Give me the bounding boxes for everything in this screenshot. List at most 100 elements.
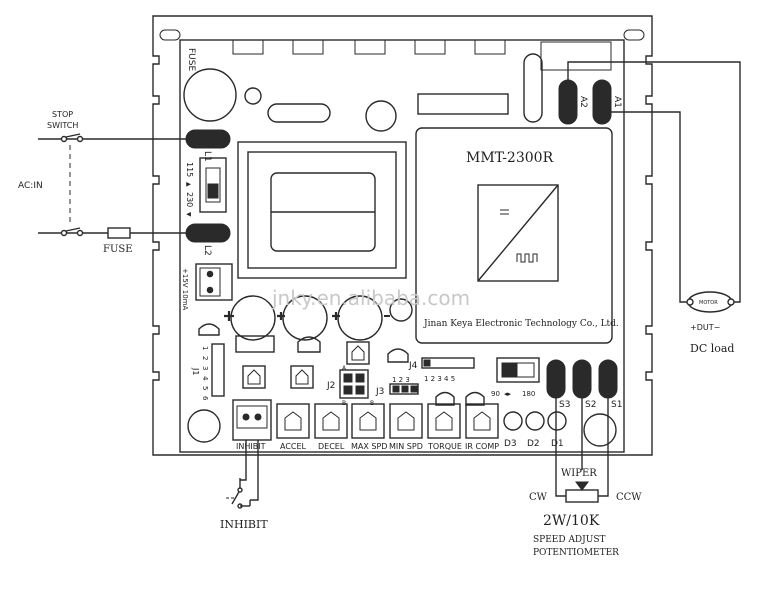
- terminal-s2[interactable]: [572, 359, 592, 399]
- mount-hole-bottom-left: [187, 409, 221, 443]
- stop-switch-label-1: STOP: [52, 110, 73, 119]
- potentiometer-wiring: [555, 398, 609, 503]
- j3-label: J3: [375, 387, 384, 397]
- label-l1: L1: [202, 151, 212, 162]
- terminal-l1[interactable]: [185, 129, 231, 149]
- j2-a-mark: A: [342, 365, 347, 372]
- inhibit-wiring: [226, 440, 259, 509]
- stop-switch-label-2: SWITCH: [47, 121, 78, 130]
- label-decel: DECEL: [318, 442, 345, 451]
- trim-pot-torque[interactable]: [427, 403, 461, 439]
- led-d1: [547, 411, 567, 431]
- jumper-j4[interactable]: [421, 357, 475, 369]
- speed-180-label: 180: [522, 390, 535, 398]
- terminal-a1[interactable]: [592, 79, 612, 125]
- dc-load-label: DC load: [690, 342, 734, 355]
- j1-pin-2: 2: [201, 356, 209, 360]
- voltage-low-label: 115: [185, 162, 194, 177]
- label-s2: S2: [585, 400, 596, 410]
- transistor-2: [297, 336, 321, 353]
- voltage-selector-body: [205, 167, 221, 203]
- module-symbol-box: [477, 184, 559, 282]
- voltage-high-mark: ▼: [185, 212, 192, 217]
- trim-pot-min-spd[interactable]: [389, 403, 423, 439]
- inhibit-external-label: INHIBIT: [220, 518, 268, 531]
- j3-pins: 1 2 3: [392, 376, 410, 384]
- capacitor-3: [337, 295, 383, 341]
- motor-label: MOTOR: [699, 300, 718, 306]
- led-d3: [503, 411, 523, 431]
- j1-pins-label: 1: [201, 346, 209, 350]
- potentiometer-icon: [565, 489, 599, 503]
- jumper-j2[interactable]: [339, 369, 369, 399]
- voltage-selector-switch[interactable]: [199, 157, 227, 213]
- led-small-1: [435, 391, 455, 406]
- pcb-board: [179, 39, 625, 453]
- trim-pot-accel[interactable]: [276, 403, 310, 439]
- control-module: [415, 127, 613, 344]
- voltage-selector-slider: [207, 183, 219, 199]
- trim-pot-max-spd[interactable]: [351, 403, 385, 439]
- trim-pot-decel[interactable]: [314, 403, 348, 439]
- j1-pin-5: 5: [201, 386, 209, 390]
- mount-slot-left-top: [159, 29, 181, 41]
- j4-label: J4: [408, 361, 418, 371]
- trim-pot-ir-comp[interactable]: [465, 403, 499, 439]
- top-connector-tabs: [232, 39, 612, 71]
- capacitor-small: [244, 87, 262, 105]
- label-d2: D2: [527, 439, 540, 449]
- dc-supply-connector[interactable]: [195, 263, 233, 301]
- label-s1: S1: [611, 400, 622, 410]
- transformer-outer: [237, 141, 407, 279]
- mount-slot-right-top: [623, 29, 645, 41]
- trim-cap: [365, 100, 397, 132]
- module-manufacturer: Jinan Keya Electronic Technology Co., Lt…: [423, 319, 619, 329]
- j1-pin-4: 4: [201, 376, 209, 381]
- ic-bar: [417, 93, 509, 115]
- transformer-inner: [247, 151, 397, 269]
- pot-label-2: POTENTIOMETER: [533, 548, 619, 558]
- j1-connector[interactable]: [211, 343, 225, 397]
- terminal-a2[interactable]: [558, 79, 578, 125]
- j2-label: J2: [326, 381, 335, 391]
- ac-in-label: AC:IN: [18, 181, 43, 191]
- pot-label-1: SPEED ADJUST: [533, 535, 606, 545]
- j1-label: J1: [191, 367, 200, 375]
- capacitor-2: [282, 295, 328, 341]
- inhibit-terminal-block[interactable]: [232, 399, 272, 441]
- capacitor-4: [389, 298, 413, 322]
- terminal-l2[interactable]: [185, 223, 231, 243]
- relay-3: [346, 341, 370, 365]
- motor-terminals-label: +DUT−: [690, 323, 720, 332]
- capacitor-1: [230, 295, 276, 341]
- j1-pin-6: 6: [201, 396, 209, 401]
- transistor-small: [198, 323, 220, 336]
- block-component-1: [235, 335, 275, 353]
- led-small-2: [465, 391, 485, 406]
- speed-arrow: ◂▸: [504, 390, 512, 398]
- oval-component: [523, 53, 543, 123]
- label-min-spd: MIN SPD: [389, 442, 423, 451]
- label-max-spd: MAX SPD: [351, 442, 387, 451]
- label-a1: A1: [612, 96, 622, 108]
- terminal-s3[interactable]: [546, 359, 566, 399]
- speed-range-switch[interactable]: [496, 357, 540, 383]
- pot-rating-label: 2W/10K: [543, 513, 600, 529]
- led-d2: [525, 411, 545, 431]
- j4-pins: 1 2 3 4 5: [424, 375, 455, 383]
- cw-label: CW: [529, 492, 548, 503]
- mount-hole-bottom-right: [583, 413, 617, 447]
- voltage-high-label: 230: [185, 192, 194, 207]
- pwm-wave-icon: [516, 253, 538, 263]
- voltage-low-mark: ▲: [185, 182, 192, 187]
- heatsink-plate: [152, 15, 653, 456]
- label-s3: S3: [559, 400, 570, 410]
- module-model: MMT-2300R: [466, 150, 554, 166]
- terminal-s1[interactable]: [598, 359, 618, 399]
- speed-90-label: 90: [491, 390, 500, 398]
- ac-input-wiring: [38, 133, 186, 239]
- transistor-3: [387, 348, 409, 363]
- jumper-j3[interactable]: [389, 383, 419, 395]
- label-d3: D3: [504, 439, 517, 449]
